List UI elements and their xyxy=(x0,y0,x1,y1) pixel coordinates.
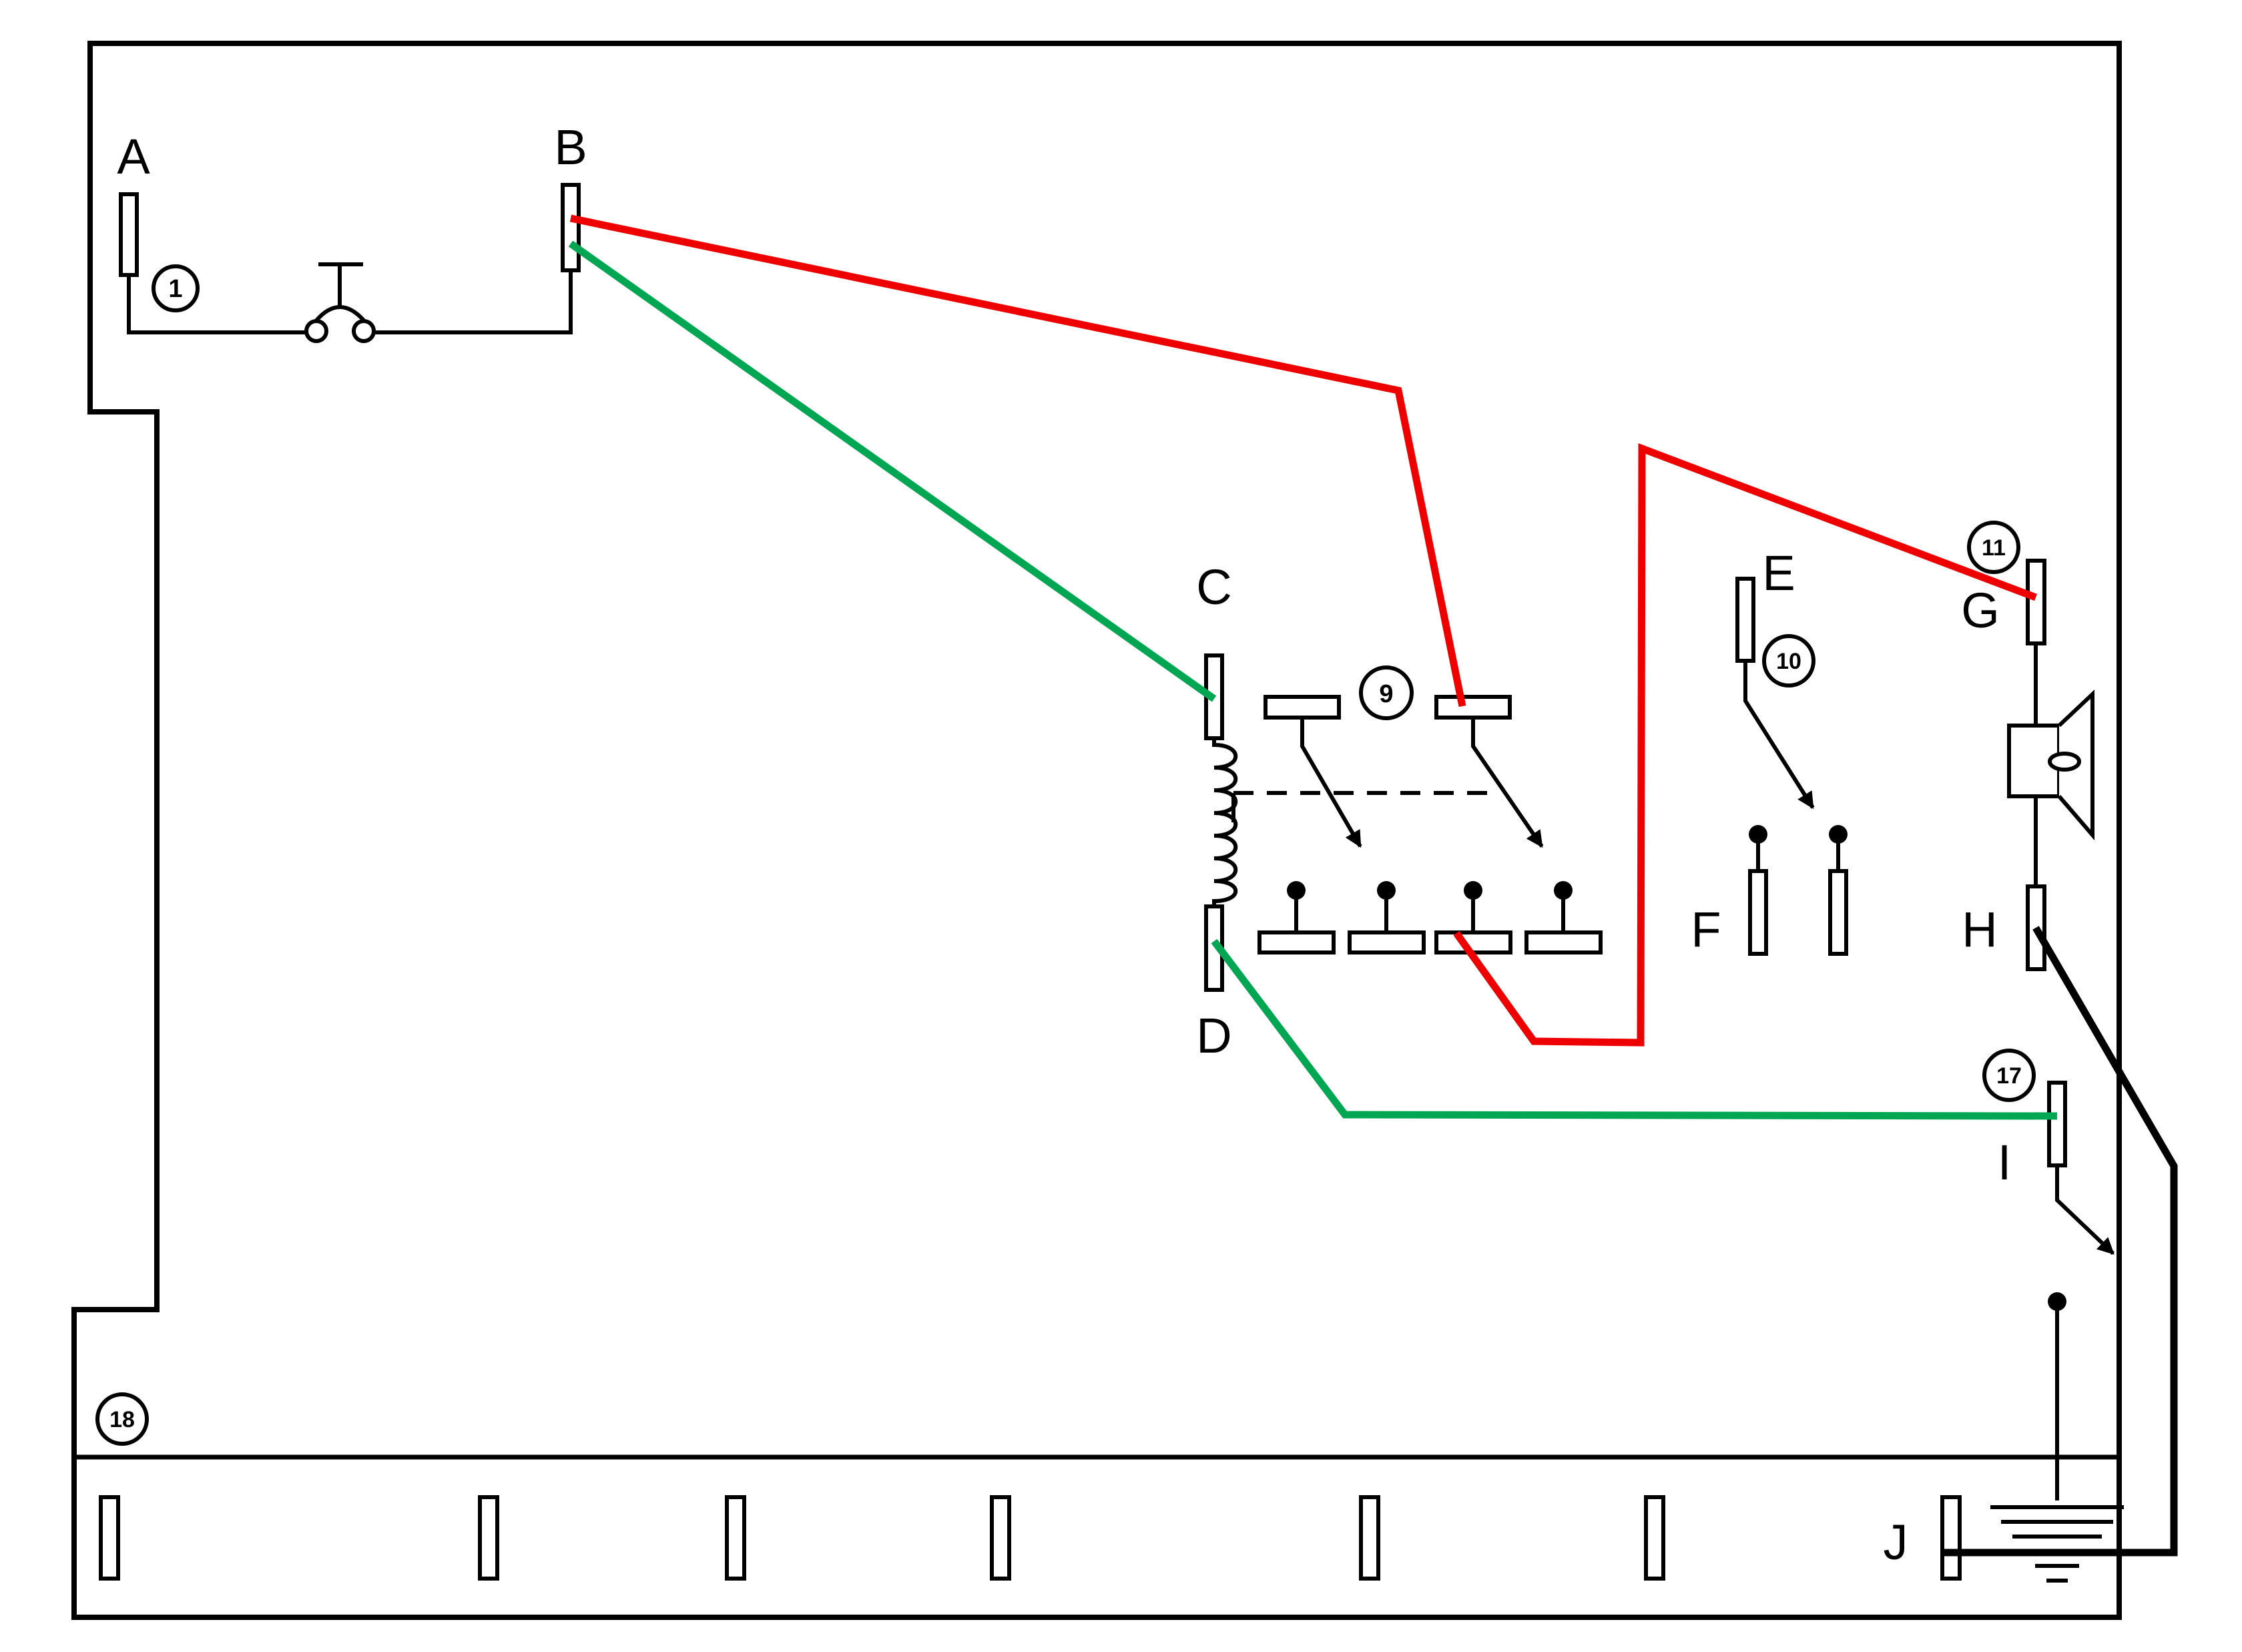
relay-number: 9 xyxy=(1379,680,1393,708)
switch-number-badge xyxy=(152,264,200,312)
label-h: H xyxy=(1962,902,1997,957)
rail-terminal-5[interactable] xyxy=(1359,1495,1380,1581)
speaker-number: 11 xyxy=(1982,535,2006,561)
board-outline xyxy=(71,41,2122,1620)
wire-green-b-to-c[interactable] xyxy=(568,240,1217,702)
relay-armature-2[interactable] xyxy=(1434,695,1512,720)
base-rail-number: 18 xyxy=(109,1407,135,1432)
terminal-f-alt[interactable] xyxy=(1828,869,1848,956)
switch-contact-right xyxy=(352,319,376,343)
relay-contact-3[interactable] xyxy=(1434,930,1512,954)
relay-armature-1[interactable] xyxy=(1264,695,1341,720)
label-c: C xyxy=(1196,559,1231,615)
relay-number-badge xyxy=(1359,665,1414,720)
wire-green-d-to-i[interactable] xyxy=(1211,938,2058,1120)
relay-contact-1[interactable] xyxy=(1257,930,1336,954)
switch-contact-left xyxy=(304,319,328,343)
contact-e: 10 xyxy=(1735,577,1848,956)
rail-terminal-3[interactable] xyxy=(725,1495,746,1581)
label-i: I xyxy=(1998,1135,2012,1190)
label-e: E xyxy=(1762,545,1795,601)
terminal-f[interactable] xyxy=(1748,869,1768,956)
relay-contacts xyxy=(1257,881,1603,954)
base-rail-number-badge xyxy=(95,1392,149,1446)
speaker-voice-coil xyxy=(2048,752,2081,772)
relay: 9 xyxy=(1204,653,1603,992)
label-j: J xyxy=(1884,1515,1908,1570)
terminal-e[interactable] xyxy=(1735,577,1755,663)
relay-contact-4[interactable] xyxy=(1524,930,1603,954)
push-switch: 1 xyxy=(119,183,581,343)
wire-black-h-to-j[interactable] xyxy=(1944,926,2178,1557)
relay-coil xyxy=(1212,738,1237,906)
terminal-b[interactable] xyxy=(561,183,581,272)
wire-red-relay-to-g[interactable] xyxy=(1453,443,2037,1047)
terminal-j[interactable] xyxy=(1940,1495,1962,1581)
label-a: A xyxy=(117,129,150,184)
label-g: G xyxy=(1961,583,2000,638)
label-f: F xyxy=(1691,902,1721,957)
label-d: D xyxy=(1196,1008,1231,1063)
terminal-i[interactable] xyxy=(2047,1081,2067,1167)
rail-terminal-6[interactable] xyxy=(1644,1495,1665,1581)
contact-i: 17 xyxy=(1940,1049,2124,1583)
switch-number: 1 xyxy=(168,275,182,303)
contact-e-arm xyxy=(1743,661,1815,810)
contact-i-arm xyxy=(2055,1165,2115,1256)
relay-contact-2[interactable] xyxy=(1348,930,1426,954)
terminal-a[interactable] xyxy=(119,192,139,277)
relay-arm-2 xyxy=(1471,718,1544,848)
rail-terminal-1[interactable] xyxy=(99,1495,120,1581)
contact-e-number-badge xyxy=(1762,634,1815,687)
relay-arm-1 xyxy=(1300,718,1362,848)
contact-i-number: 17 xyxy=(1996,1063,2022,1089)
wire-red-b-to-relay[interactable] xyxy=(569,214,1466,708)
rail-terminal-2[interactable] xyxy=(478,1495,499,1581)
terminal-g[interactable] xyxy=(2026,559,2046,645)
push-button-actuator[interactable] xyxy=(314,262,366,322)
speaker-number-badge xyxy=(1967,521,2020,574)
contact-e-number: 10 xyxy=(1776,649,1801,674)
rail-terminal-4[interactable] xyxy=(990,1495,1011,1581)
speaker: 11 xyxy=(1967,521,2094,971)
ground-icon xyxy=(1990,1505,2124,1583)
base-rail-terminals xyxy=(99,1495,1665,1581)
contact-i-number-badge xyxy=(1982,1049,2036,1102)
label-b: B xyxy=(554,119,587,175)
